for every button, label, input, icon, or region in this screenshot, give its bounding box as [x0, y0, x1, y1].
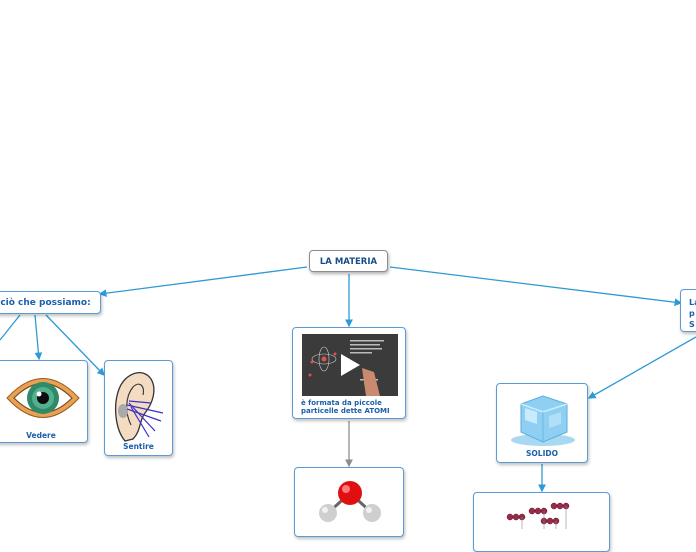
left-branch-label: ciò che possiamo:: [0, 298, 91, 308]
connector-sentire: [45, 314, 105, 376]
state-label-solido: SOLIDO: [526, 449, 558, 458]
central-topic-label: LA MATERIA: [319, 257, 378, 267]
molecule-node[interactable]: [294, 467, 404, 537]
connector-lines: [0, 266, 696, 493]
ice-cube-icon: [511, 395, 575, 446]
video-thumbnail[interactable]: [302, 334, 398, 396]
water-molecule-icon: [319, 481, 381, 522]
connector-solido: [587, 336, 696, 399]
right-branch-line-3: S: [689, 320, 695, 329]
mind-map-canvas: LA MATERIA ciò che possiamo: La p S Vede…: [0, 250, 696, 552]
connector-right-branch: [389, 266, 683, 307]
right-branch-line-1: La: [689, 298, 696, 307]
connector-vedere: [34, 314, 43, 361]
play-icon[interactable]: [338, 352, 362, 378]
right-branch-node[interactable]: La p S: [680, 289, 696, 332]
atoms-node[interactable]: è formata da piccole particelle dette AT…: [292, 327, 406, 419]
state-node-solido[interactable]: SOLIDO: [496, 383, 588, 463]
right-branch-line-2: p: [689, 309, 695, 318]
sense-node-vedere[interactable]: Vedere: [0, 360, 88, 443]
sense-node-sentire[interactable]: Sentire: [104, 360, 173, 456]
connector-offscreen-left: [0, 314, 21, 341]
connector-left-branch: [98, 266, 308, 298]
left-branch-node[interactable]: ciò che possiamo:: [0, 291, 101, 314]
state-node-lattice[interactable]: [473, 492, 610, 552]
ear-icon: [114, 372, 164, 442]
central-topic[interactable]: LA MATERIA: [309, 250, 388, 272]
sense-label-vedere: Vedere: [26, 431, 56, 440]
eye-icon: [6, 378, 80, 418]
sense-label-sentire: Sentire: [123, 442, 154, 451]
atoms-label-line-1: è formata da piccole: [301, 399, 382, 407]
particle-lattice-icon: [506, 502, 570, 529]
atoms-label-line-2: particelle dette ATOMI: [301, 407, 390, 415]
